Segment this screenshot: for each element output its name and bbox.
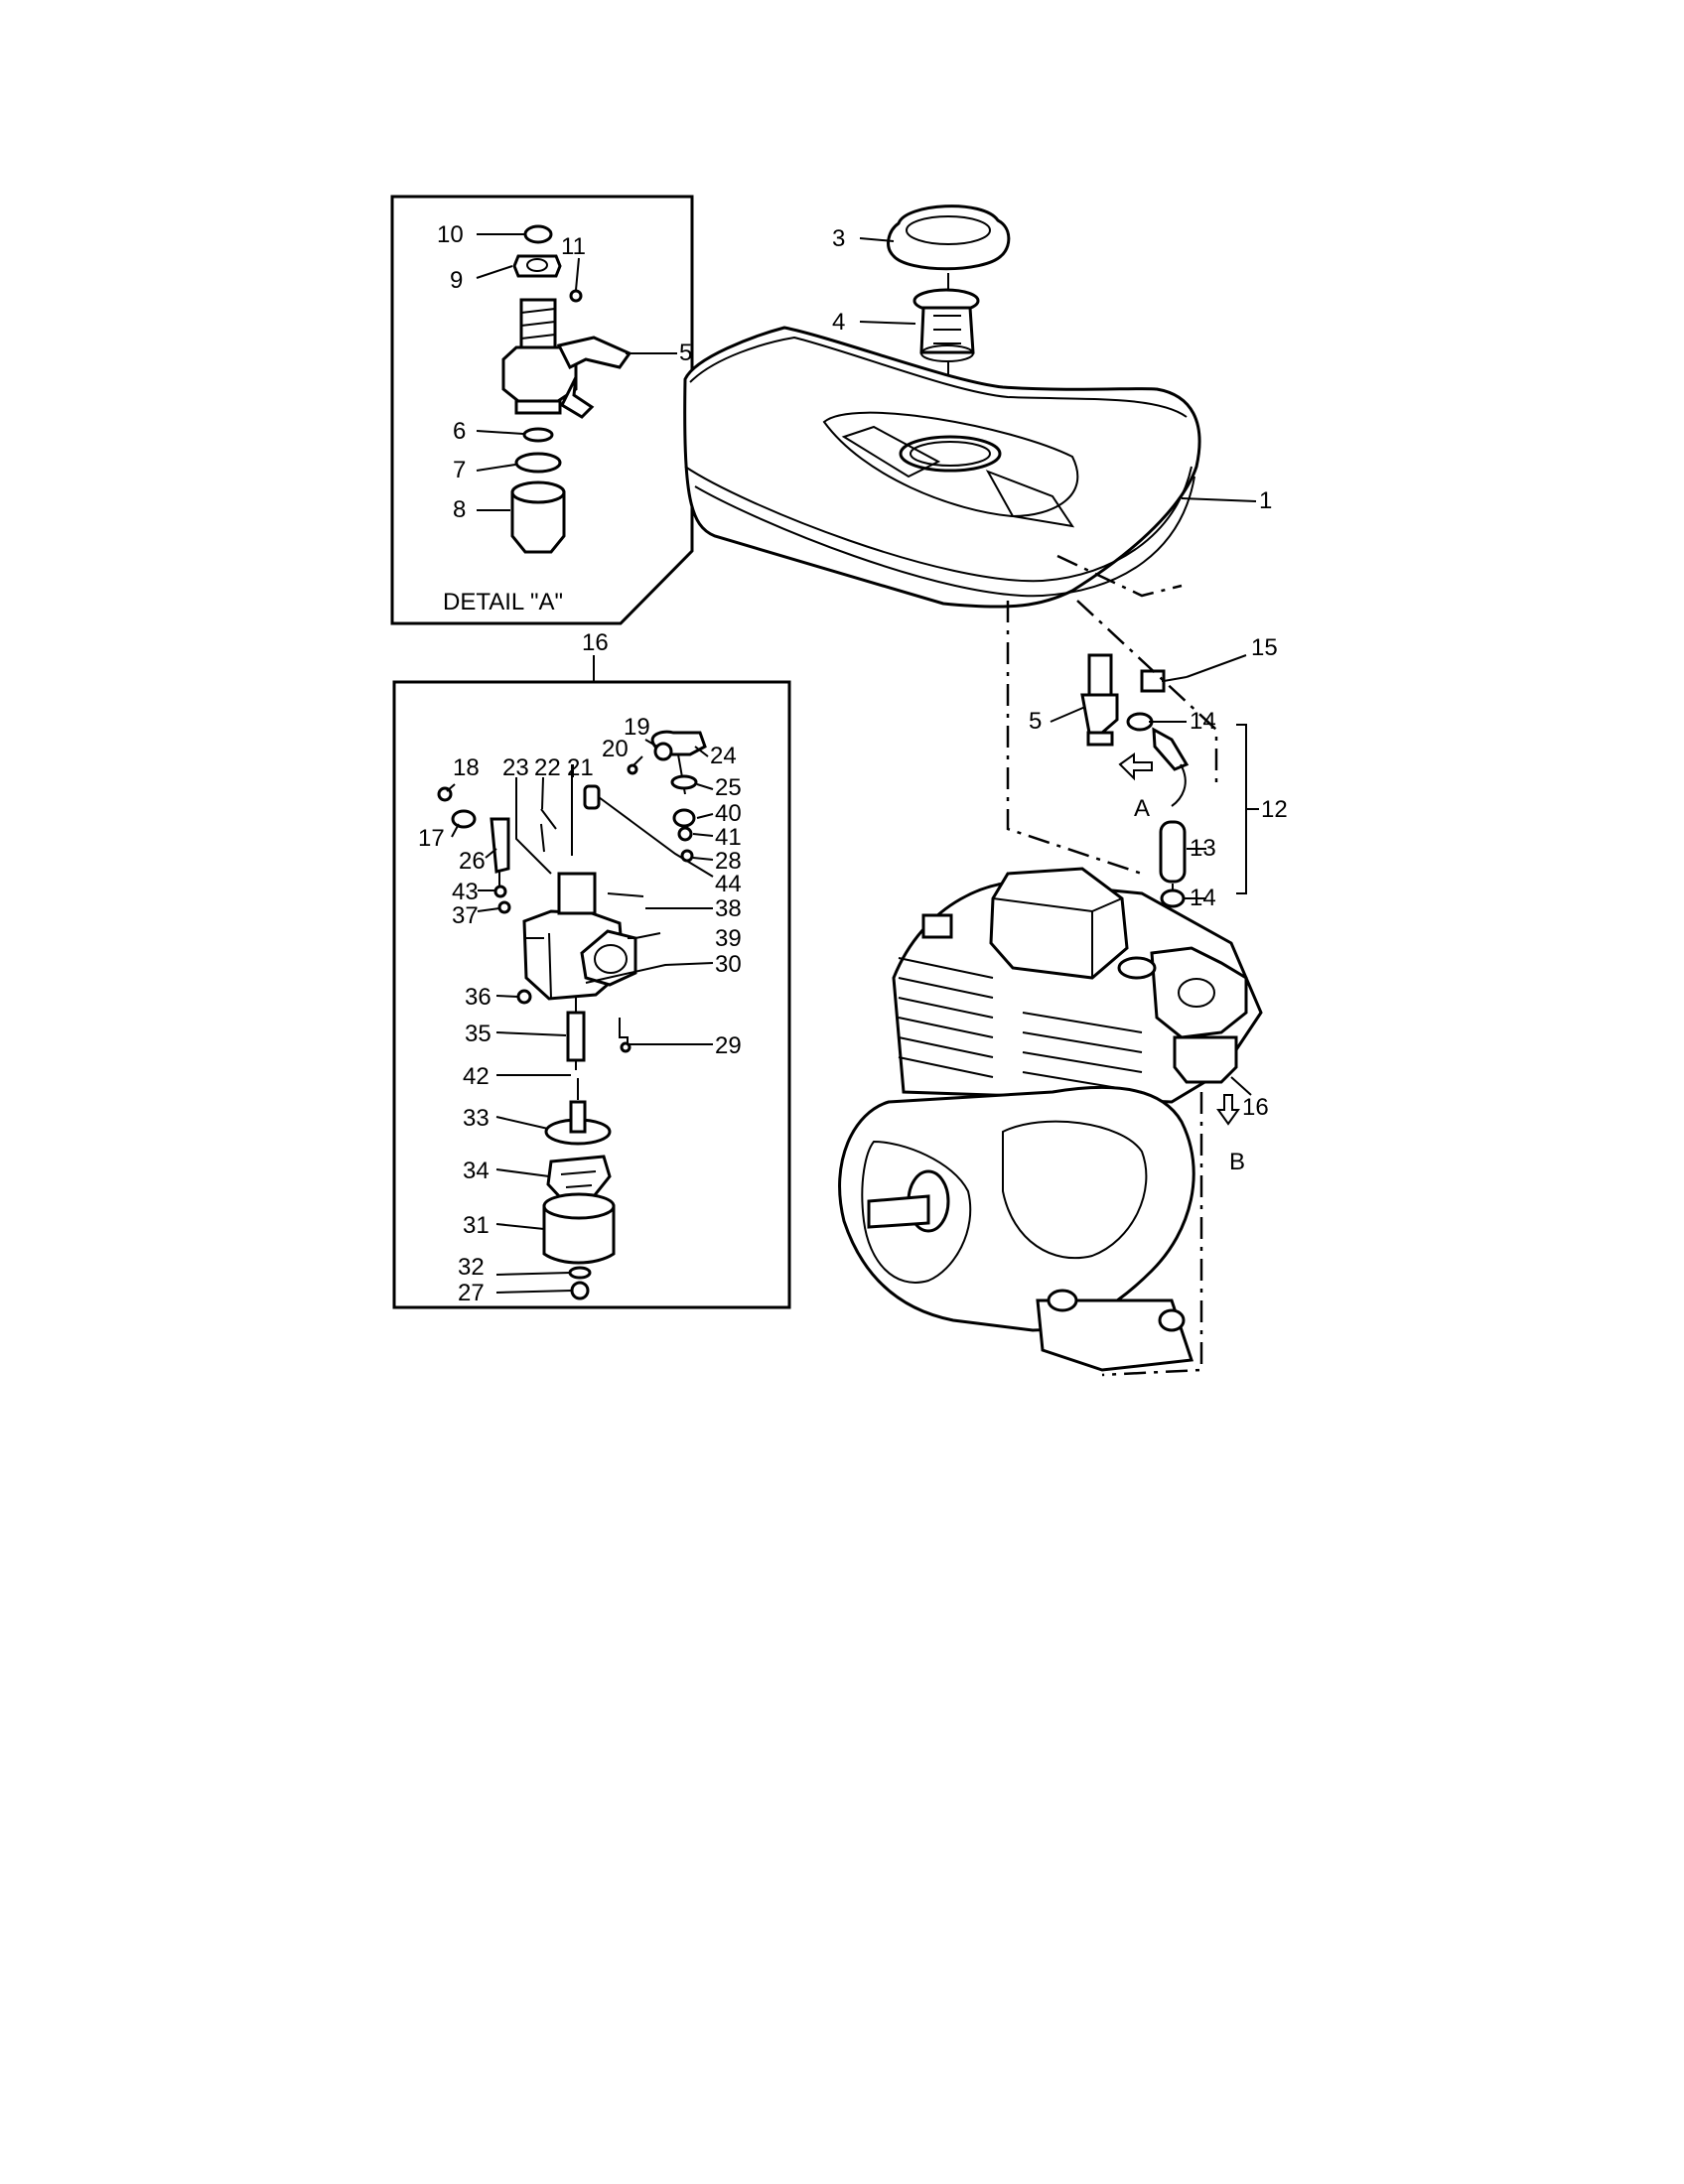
callout-40: 40 [715, 800, 742, 827]
svg-text:B: B [1229, 1149, 1245, 1175]
callout-19: 19 [624, 714, 650, 741]
callout-9: 9 [450, 267, 463, 294]
callout-26: 26 [459, 848, 486, 875]
callout-42: 42 [463, 1063, 490, 1090]
callout-39: 39 [715, 925, 742, 952]
callout-21: 21 [567, 754, 594, 781]
callout-7: 7 [453, 457, 466, 483]
fuel-cap [887, 205, 1011, 271]
callout-43: 43 [452, 879, 479, 905]
carburetor-parts [437, 730, 707, 1300]
callout-25: 25 [715, 774, 742, 801]
callout-12: 12 [1261, 796, 1288, 823]
fuel-strainer [912, 288, 980, 362]
callout-34: 34 [463, 1158, 490, 1184]
callout-14-lower: 14 [1190, 885, 1216, 911]
carburetor-detail-box [392, 680, 791, 1309]
callout-28: 28 [715, 848, 742, 875]
callout-17: 17 [418, 825, 445, 852]
callout-1: 1 [1259, 487, 1272, 514]
callout-labels: 10 9 11 5 6 7 8 3 4 1 15 5 14 12 13 14 1… [418, 221, 1288, 1306]
carburetor-on-engine [1117, 946, 1248, 1084]
callout-41: 41 [715, 824, 742, 851]
detail-a-box: DETAIL "A" [390, 195, 694, 625]
fuel-hose [1152, 727, 1190, 908]
callout-27: 27 [458, 1280, 485, 1306]
callout-38: 38 [715, 895, 742, 922]
arrow-a: A [1118, 752, 1153, 822]
callout-5-detail: 5 [679, 340, 692, 366]
callout-6: 6 [453, 418, 466, 445]
callout-4: 4 [832, 309, 845, 336]
callout-5: 5 [1029, 708, 1042, 735]
callout-22: 22 [534, 754, 561, 781]
callout-29: 29 [715, 1032, 742, 1059]
callout-13: 13 [1190, 835, 1216, 862]
engine [838, 867, 1263, 1377]
callout-37: 37 [452, 902, 479, 929]
callout-16-engine: 16 [1242, 1094, 1269, 1121]
callout-18: 18 [453, 754, 480, 781]
fuel-tank [683, 326, 1201, 609]
callout-33: 33 [463, 1105, 490, 1132]
callout-14-upper: 14 [1190, 708, 1216, 735]
callout-16-detail: 16 [582, 629, 609, 656]
screw-15 [1140, 669, 1188, 693]
detail-a-label: DETAIL "A" [443, 589, 563, 615]
callout-15: 15 [1251, 634, 1278, 661]
callout-31: 31 [463, 1212, 490, 1239]
callout-23: 23 [502, 754, 529, 781]
callout-8: 8 [453, 496, 466, 523]
callout-44: 44 [715, 871, 742, 897]
fuel-cock-assembly [501, 224, 632, 554]
callout-30: 30 [715, 951, 742, 978]
arrow-b: B [1216, 1094, 1245, 1175]
callout-10: 10 [437, 221, 464, 248]
callout-24: 24 [710, 743, 737, 769]
callout-11: 11 [561, 233, 586, 260]
callout-35: 35 [465, 1021, 491, 1047]
callout-32: 32 [458, 1254, 485, 1281]
callout-20: 20 [602, 736, 629, 762]
fuel-cock [1080, 653, 1154, 747]
callout-36: 36 [465, 984, 491, 1011]
svg-text:A: A [1134, 795, 1150, 822]
callout-3: 3 [832, 225, 845, 252]
